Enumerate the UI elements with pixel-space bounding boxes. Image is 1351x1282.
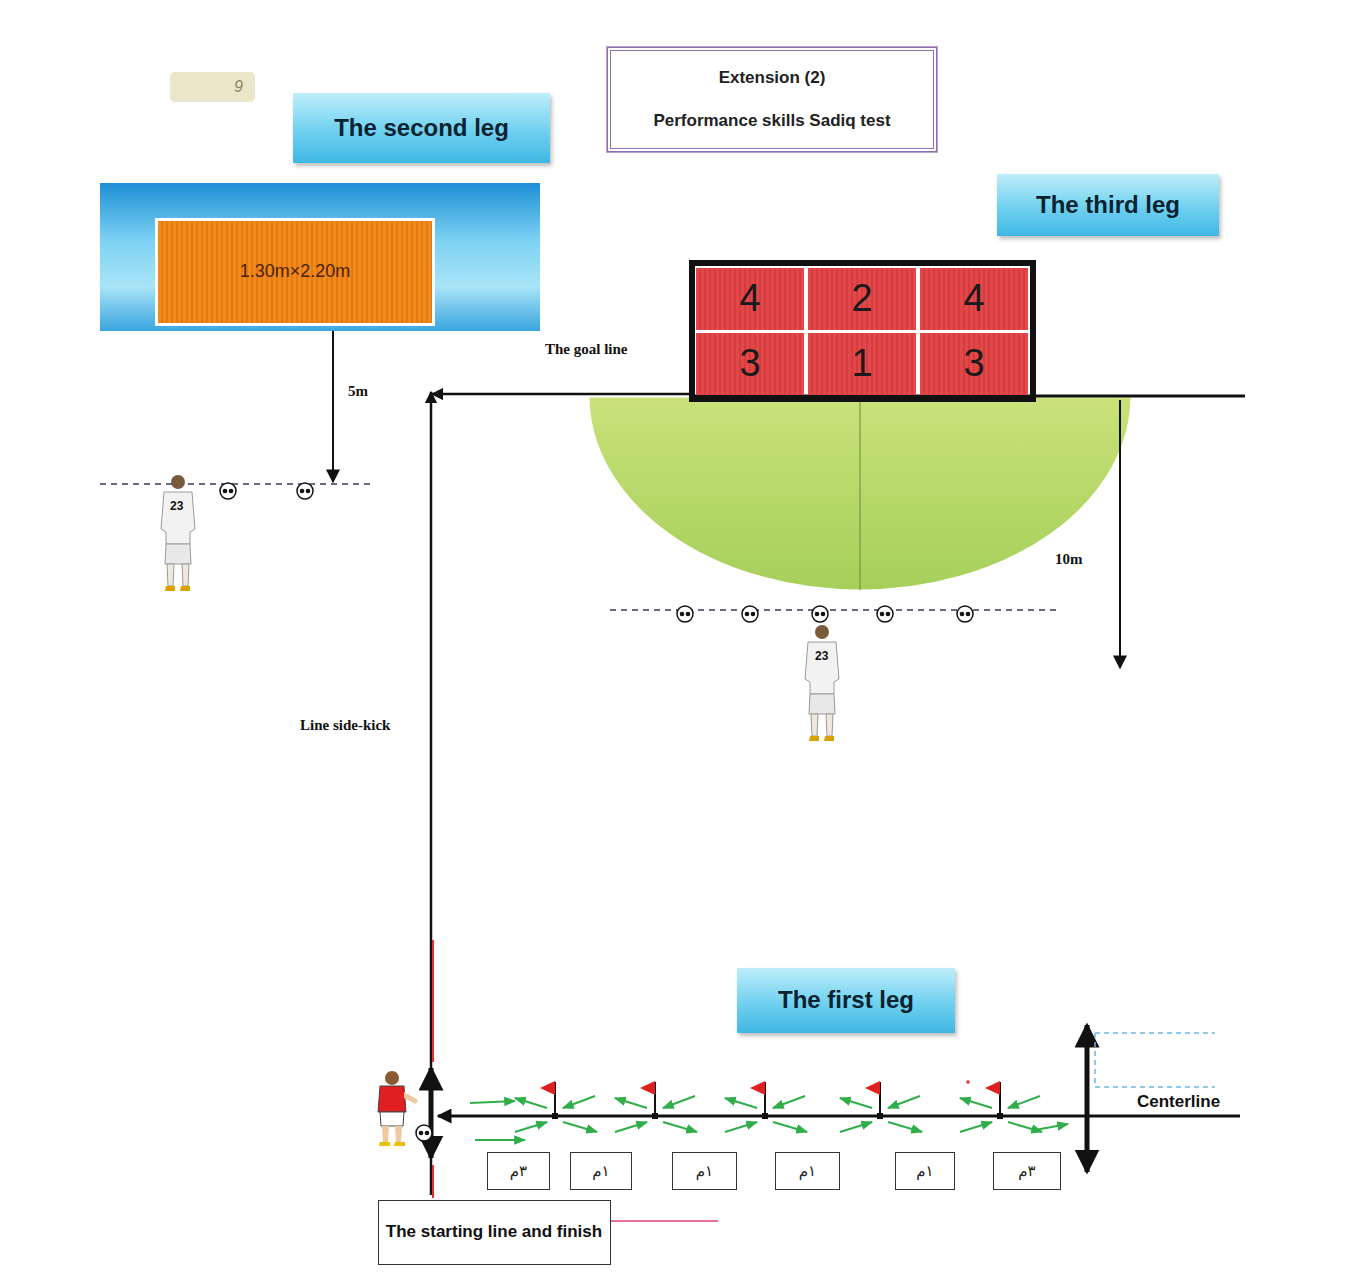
leg-title: The third leg — [997, 174, 1219, 236]
goal-zone: 1 — [808, 333, 916, 395]
dribble-arrow — [960, 1122, 992, 1132]
distance-box: ٣م — [993, 1152, 1061, 1190]
goal-zone: 3 — [920, 333, 1028, 395]
goal-zone: 3 — [696, 333, 804, 395]
dribble-arrow — [475, 1139, 525, 1141]
dribble-arrow — [840, 1098, 872, 1108]
flag-base — [652, 1113, 658, 1119]
dribble-arrow — [615, 1122, 647, 1132]
line-label: Centerline — [1137, 1092, 1220, 1112]
flag — [540, 1081, 555, 1095]
box-text: 9 — [234, 77, 243, 96]
distance-box: ١م — [895, 1152, 955, 1190]
flag — [985, 1081, 1000, 1095]
distance-box: ١م — [775, 1152, 840, 1190]
box-text: 4 — [739, 276, 760, 322]
box-text: 3 — [963, 341, 984, 387]
box-text: ١م — [916, 1162, 933, 1180]
dribble-arrow — [773, 1096, 805, 1108]
box-text: The third leg — [1036, 191, 1180, 220]
jersey-number: 23 — [170, 499, 183, 513]
dribble-arrow — [515, 1122, 547, 1132]
box-text: ٣م — [510, 1162, 527, 1180]
dimension: 5m — [348, 382, 368, 400]
box-text: 2 — [851, 276, 872, 322]
dribble-arrow — [840, 1122, 872, 1132]
flag-base — [877, 1113, 883, 1119]
flag — [865, 1081, 880, 1095]
goal-zone: 2 — [808, 268, 916, 330]
dribble-arrow — [515, 1098, 547, 1108]
distance-box: ٣م — [487, 1152, 550, 1190]
leg-title: The second leg — [293, 93, 550, 163]
dimension: 10m — [1055, 550, 1083, 568]
goal-zone: 4 — [696, 268, 804, 330]
box-text: Extension (2) — [719, 68, 826, 88]
flag — [640, 1081, 655, 1095]
dribble-arrow — [1008, 1096, 1040, 1108]
box-text: The second leg — [334, 114, 509, 143]
dribble-arrow — [960, 1098, 992, 1108]
box-text: 1.30m×2.20m — [240, 261, 351, 283]
flag-base — [997, 1113, 1003, 1119]
jersey-number: 23 — [815, 649, 828, 663]
dribble-arrow — [663, 1096, 695, 1108]
box-text: ١م — [592, 1162, 609, 1180]
dribble-arrow — [563, 1122, 597, 1132]
box-text: ٣م — [1018, 1162, 1035, 1180]
dribble-arrow — [1035, 1124, 1068, 1130]
line-label: The goal line — [545, 340, 628, 358]
dribble-arrow — [725, 1122, 757, 1132]
distance-box: ١م — [672, 1152, 737, 1190]
leg-title: The first leg — [737, 968, 955, 1033]
box-text: The first leg — [778, 986, 914, 1015]
dribble-arrow — [563, 1096, 595, 1108]
box-text: ١م — [696, 1162, 713, 1180]
target-zone: 1.30m×2.20m — [155, 218, 435, 326]
box-text: 3 — [739, 341, 760, 387]
box-text: 4 — [963, 276, 984, 322]
line-label: Line side-kick — [300, 716, 390, 734]
dribble-arrow — [888, 1122, 922, 1132]
page-badge: 9 — [170, 72, 255, 102]
dribble-arrow — [470, 1101, 515, 1103]
flag-base — [552, 1113, 558, 1119]
flag — [750, 1081, 765, 1095]
box-text: ١م — [799, 1162, 816, 1180]
dribble-arrow — [773, 1122, 807, 1132]
start-finish-box: The starting line and finish — [378, 1200, 611, 1265]
distance-box: ١م — [570, 1152, 632, 1190]
box-text: The starting line and finish — [386, 1222, 602, 1242]
dribble-arrow — [663, 1122, 697, 1132]
dribble-arrow — [615, 1098, 647, 1108]
box-text: 1 — [851, 341, 872, 387]
goal-zone: 4 — [920, 268, 1028, 330]
dribble-arrow — [725, 1098, 757, 1108]
dribble-arrow — [888, 1096, 920, 1108]
flag-base — [762, 1113, 768, 1119]
test-title-box: Extension (2) Performance skills Sadiq te… — [607, 47, 937, 152]
box-text: Performance skills Sadiq test — [653, 111, 890, 131]
